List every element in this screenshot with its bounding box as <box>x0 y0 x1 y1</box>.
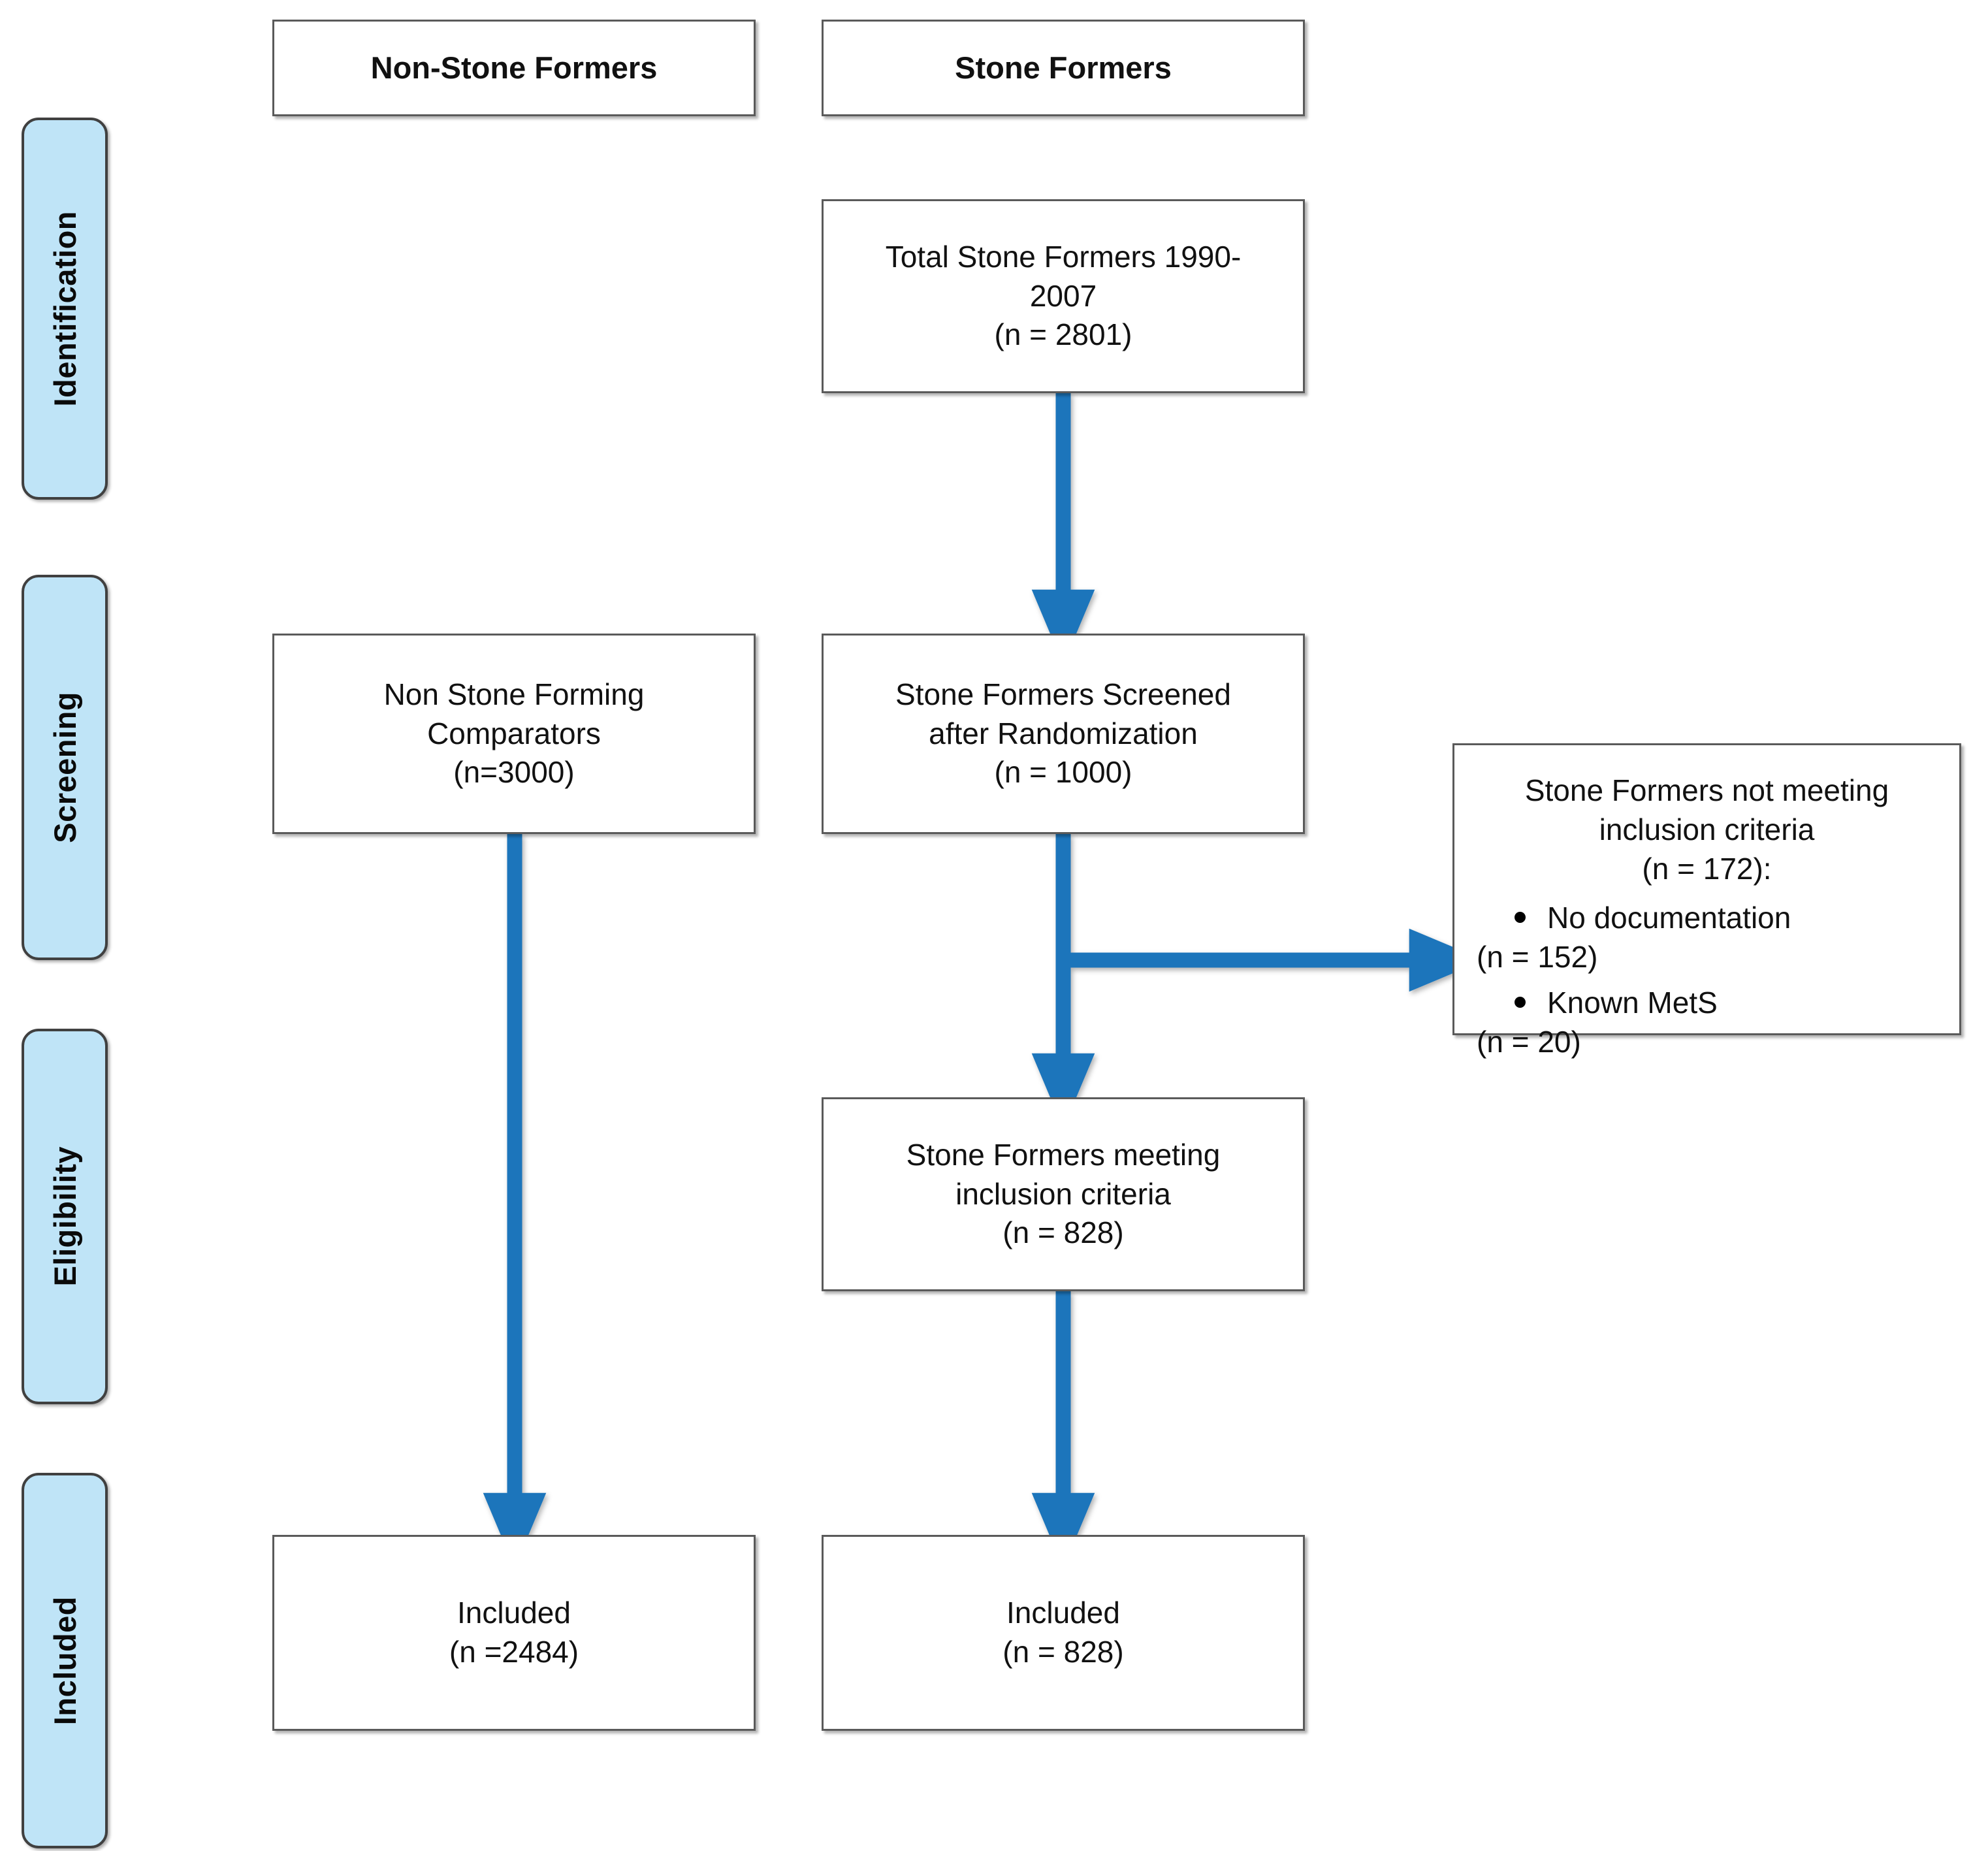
bullet-icon <box>1515 996 1526 1008</box>
box-stone-formers-screened: Stone Formers Screened after Randomizati… <box>822 634 1305 834</box>
stage-tab-screening[interactable]: Screening <box>22 575 108 960</box>
stage-tab-label: Eligibility <box>47 1146 82 1287</box>
box-count: (n=3000) <box>453 755 575 790</box>
box-line: 2007 <box>1029 278 1097 313</box>
stage-tab-eligibility[interactable]: Eligibility <box>22 1029 108 1404</box>
excluded-reason-list: No documentation (n = 152) Known MetS (n… <box>1477 892 1937 1061</box>
bullet-icon <box>1515 912 1526 924</box>
box-line: Comparators <box>427 716 601 750</box>
box-count: (n = 828) <box>1002 1635 1124 1669</box>
stage-tab-label: Included <box>47 1596 82 1726</box>
excluded-reason-label: No documentation <box>1547 901 1791 935</box>
box-line: Total Stone Formers 1990- <box>885 239 1242 274</box>
excluded-reason-item: Known MetS (n = 20) <box>1477 984 1937 1062</box>
column-header-label: Stone Formers <box>955 50 1172 86</box>
stage-tab-identification[interactable]: Identification <box>22 118 108 500</box>
column-header-stone-formers: Stone Formers <box>822 20 1305 116</box>
box-count: (n = 2801) <box>994 317 1132 352</box>
stage-tab-label: Screening <box>47 692 82 843</box>
box-total-stone-formers: Total Stone Formers 1990- 2007 (n = 2801… <box>822 199 1305 393</box>
box-count: (n =2484) <box>449 1635 579 1669</box>
excluded-count: (n = 172): <box>1642 851 1772 886</box>
box-line: Included <box>457 1596 571 1630</box>
box-count: (n = 828) <box>1002 1215 1124 1250</box>
column-header-non-stone-formers: Non-Stone Formers <box>272 20 756 116</box>
column-header-label: Non-Stone Formers <box>370 50 658 86</box>
box-stone-formers-meeting-criteria: Stone Formers meeting inclusion criteria… <box>822 1097 1305 1291</box>
box-line: after Randomization <box>929 716 1198 750</box>
excluded-reason-count: (n = 20) <box>1477 1024 1581 1059</box>
excluded-reason-count: (n = 152) <box>1477 940 1598 974</box>
box-line: Stone Formers meeting <box>906 1137 1221 1172</box>
box-included-non-stone-formers: Included (n =2484) <box>272 1535 756 1731</box>
excluded-reason-label: Known MetS <box>1547 985 1718 1020</box>
stage-tab-label: Identification <box>47 210 82 407</box>
box-count: (n = 1000) <box>994 755 1132 790</box>
box-included-stone-formers: Included (n = 828) <box>822 1535 1305 1731</box>
box-non-stone-forming-comparators: Non Stone Forming Comparators (n=3000) <box>272 634 756 834</box>
excluded-reason-item: No documentation (n = 152) <box>1477 899 1937 977</box>
excluded-line: inclusion criteria <box>1599 812 1815 846</box>
stage-tab-included[interactable]: Included <box>22 1473 108 1848</box>
box-line: Included <box>1006 1596 1120 1630</box>
excluded-line: Stone Formers not meeting <box>1524 773 1889 807</box>
box-line: Stone Formers Screened <box>895 677 1231 711</box>
box-stone-formers-excluded: Stone Formers not meeting inclusion crit… <box>1452 743 1961 1059</box>
box-line: inclusion criteria <box>955 1176 1171 1211</box>
box-line: Non Stone Forming <box>383 677 645 711</box>
